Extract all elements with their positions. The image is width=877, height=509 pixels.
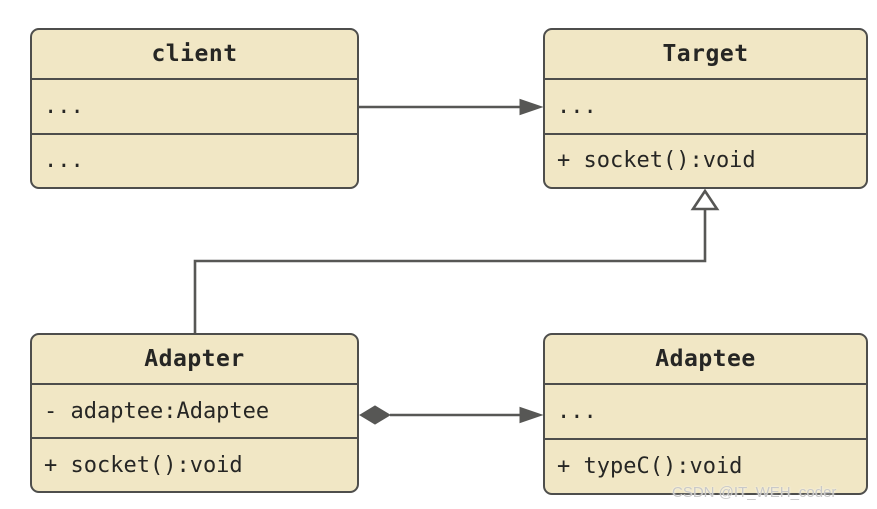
class-name: client (32, 30, 357, 80)
class-name: Adapter (32, 335, 357, 385)
class-attributes: ... (545, 80, 866, 135)
class-attributes: - adaptee:Adaptee (32, 385, 357, 439)
class-methods: + socket():void (44, 452, 243, 478)
class-name: Adaptee (545, 335, 866, 385)
class-methods: + typeC():void (557, 454, 743, 479)
class-name: Target (545, 30, 866, 80)
hollow-triangle-arrowhead-icon (690, 188, 720, 211)
class-attributes: ... (32, 80, 357, 135)
filled-arrowhead-icon (519, 98, 544, 116)
association-client-to-target-edge (359, 98, 544, 116)
class-methods: + socket():void (557, 148, 756, 174)
filled-diamond-icon (359, 405, 391, 425)
class-box-target: Target ... + socket():void (543, 28, 868, 189)
composition-adapter-to-adaptee-edge (359, 405, 544, 425)
class-box-client: client ... ... (30, 28, 359, 189)
class-attributes: ... (545, 385, 866, 440)
class-methods: ... (44, 148, 84, 174)
generalization-adapter-to-target-edge (193, 188, 720, 333)
class-box-adapter: Adapter - adaptee:Adaptee + socket():voi… (30, 333, 359, 493)
class-box-adaptee: Adaptee ... + typeC():void (543, 333, 868, 495)
filled-arrowhead-icon (519, 406, 544, 424)
watermark: CSDN @IT_WEH_coder (672, 484, 837, 501)
